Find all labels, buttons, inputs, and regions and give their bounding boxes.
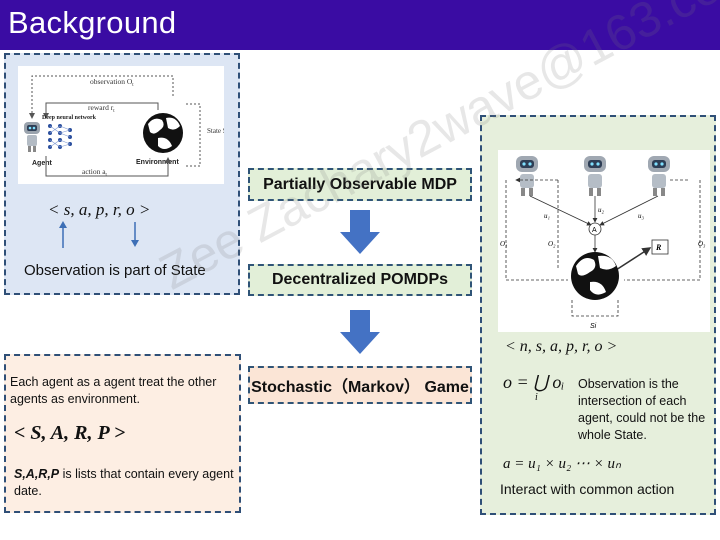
rl-loop-diagram: observation Ot reward rt Deep neural net… (24, 75, 229, 178)
multi-agent-figure: u₁ u₂ u₃ A O₁ O₂ O₃ R Si (498, 150, 710, 332)
robot-2-icon (584, 156, 606, 196)
environment-label: Environment (136, 159, 179, 166)
step-pomdp: Partially Observable MDP (248, 168, 472, 201)
tuple-description-bold: S,A,R,P (14, 467, 60, 481)
o1-label: O₁ (500, 240, 508, 248)
agent-label: Agent (32, 160, 53, 167)
robot-1-icon (516, 156, 538, 196)
up-arrow-icon (59, 221, 67, 228)
agent-robot-icon (24, 122, 40, 152)
globe-icon (143, 113, 183, 153)
multi-agent-diagram: u₁ u₂ u₃ A O₁ O₂ O₃ R Si (500, 156, 706, 330)
pomdp-tuple: < s, a, p, r, o > (48, 200, 151, 219)
robot-3-icon (648, 156, 670, 196)
step-stochastic-game: Stochastic（Markov） Game (248, 366, 472, 404)
u3-label: u₃ (638, 212, 645, 220)
tuple-arrows (59, 221, 139, 248)
a-node-label: A (592, 227, 597, 234)
dnn-label: Deep neural network (42, 115, 97, 121)
tuple-description-rest: is lists that contain every agent date. (14, 467, 234, 498)
observation-equation: o = ⋃ oᵢ i (503, 372, 565, 403)
page-title: Background (8, 5, 177, 40)
action-equation: a = u₁ × u₂ ⋯ × uₙ (503, 456, 622, 472)
r-node-label: R (655, 243, 662, 252)
step-dec-pomdp: Decentralized POMDPs (248, 264, 472, 296)
o2-label: O₂ (548, 240, 556, 248)
stochastic-game-panel (4, 354, 241, 513)
observation-equation-text: o = ⋃ oᵢ (503, 372, 565, 392)
down-arrow-icon (131, 240, 139, 247)
neural-network-icon (48, 124, 72, 149)
observation-description: Observation is the intersection of each … (578, 377, 706, 442)
reward-label: reward rt (88, 103, 115, 114)
observation-equation-sub: i (535, 392, 538, 403)
environment-globe-icon (571, 252, 619, 300)
u1-label: u₁ (544, 212, 550, 220)
state-label: State St (207, 127, 224, 137)
u2-label: u₂ (598, 206, 605, 214)
interact-caption: Interact with common action (500, 481, 675, 497)
observation-caption: Observation is part of State (24, 262, 206, 279)
title-bar: Background (0, 0, 720, 50)
observation-label: observation Ot (90, 77, 134, 88)
tuple-description: S,A,R,P is lists that contain every agen… (14, 466, 236, 500)
down-arrow-2-icon (340, 310, 380, 354)
action-label: action at (82, 167, 108, 178)
down-arrow-1-icon (340, 210, 380, 254)
si-label: Si (590, 323, 597, 330)
game-tuple: < S, A, R, P > (14, 422, 126, 444)
stochastic-game-description: Each agent as a agent treat the other ag… (10, 375, 217, 406)
dec-pomdp-tuple: < n, s, a, p, r, o > (505, 338, 618, 355)
reward-node (651, 239, 669, 255)
rl-loop-figure: observation Ot reward rt Deep neural net… (18, 66, 229, 184)
o3-label: O₃ (698, 240, 706, 248)
